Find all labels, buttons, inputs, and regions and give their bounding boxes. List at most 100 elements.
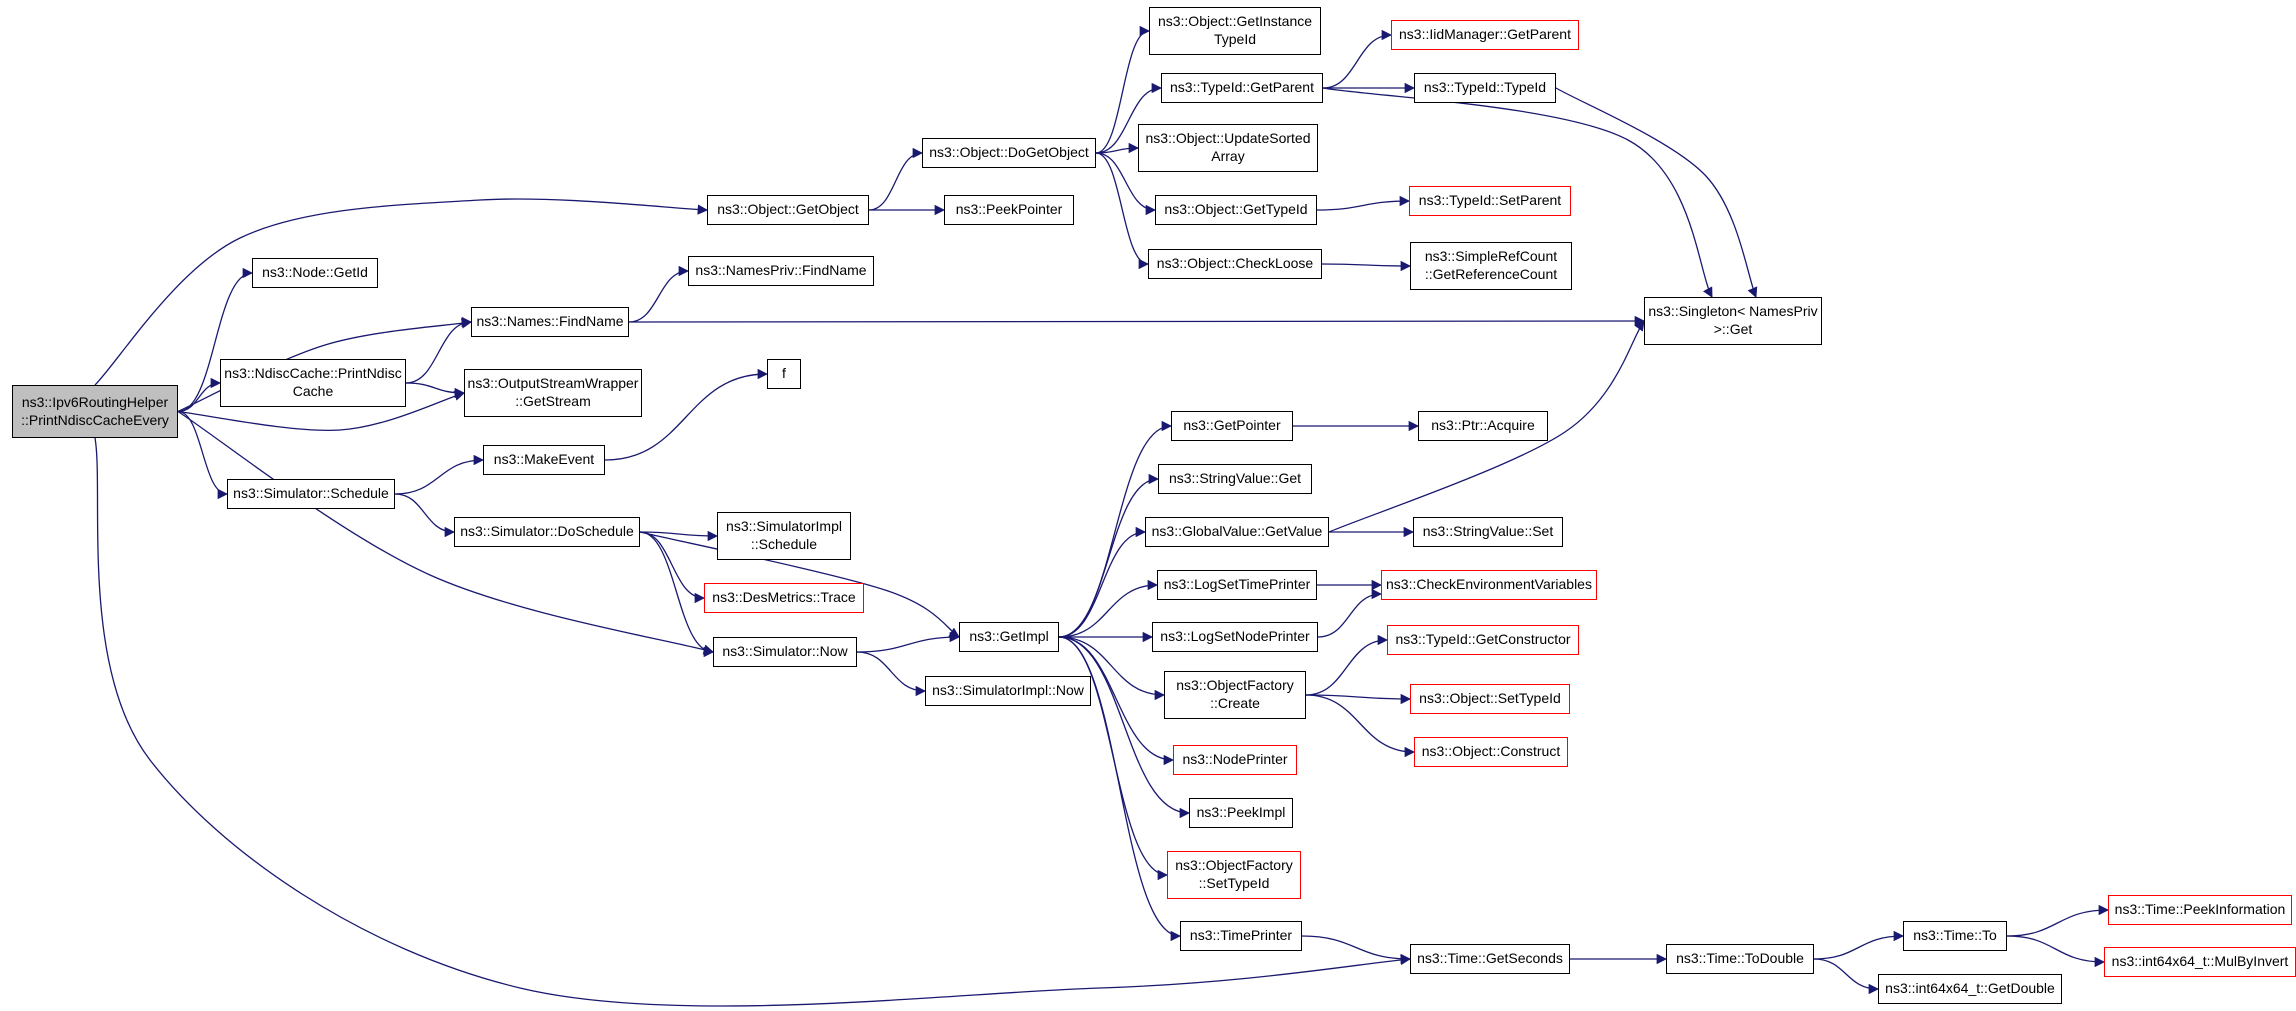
graph-node-getimpl[interactable]: ns3::GetImpl	[959, 622, 1059, 652]
graph-node-objfactory-create[interactable]: ns3::ObjectFactory::Create	[1164, 671, 1306, 719]
edge-sim-schedule-sim-doschedule	[394, 493, 456, 538]
graph-node-stringvalue-get[interactable]: ns3::StringValue::Get	[1158, 464, 1312, 494]
edge-logsetnodeprinter-checkenv	[1317, 588, 1383, 638]
edge-names-findname-namespriv-findname	[628, 265, 690, 323]
edge-main-obj-getobject	[94, 198, 709, 386]
graph-node-peekimpl[interactable]: ns3::PeekImpl	[1189, 798, 1293, 828]
graph-node-obj-gettypeid[interactable]: ns3::Object::GetTypeId	[1155, 195, 1317, 225]
edge-time-todouble-int64-getdouble	[1813, 958, 1880, 995]
graph-node-f[interactable]: f	[767, 359, 801, 389]
graph-node-names-findname[interactable]: ns3::Names::FindName	[471, 307, 629, 337]
node-label: ns3::Ptr::Acquire	[1431, 417, 1535, 434]
node-label: ::GetStream	[515, 393, 591, 409]
graph-node-obj-getobject[interactable]: ns3::Object::GetObject	[707, 195, 869, 225]
graph-node-namespriv-findname[interactable]: ns3::NamesPriv::FindName	[688, 256, 874, 286]
graph-node-time-to[interactable]: ns3::Time::To	[1903, 921, 2007, 951]
node-label: ns3::int64x64_t::MulByInvert	[2111, 953, 2289, 970]
graph-node-peekpointer[interactable]: ns3::PeekPointer	[944, 195, 1074, 225]
node-label: ns3::ObjectFactory	[1175, 857, 1293, 874]
graph-node-typeid-typeid[interactable]: ns3::TypeId::TypeId	[1414, 73, 1556, 103]
graph-node-mulbyinvert[interactable]: ns3::int64x64_t::MulByInvert	[2104, 947, 2296, 977]
node-label: ns3::Ipv6RoutingHelper	[21, 393, 169, 410]
graph-node-sim-schedule[interactable]: ns3::Simulator::Schedule	[227, 479, 395, 509]
graph-node-ptr-acquire[interactable]: ns3::Ptr::Acquire	[1418, 411, 1548, 441]
graph-node-simimpl-now[interactable]: ns3::SimulatorImpl::Now	[925, 676, 1091, 706]
graph-node-obj-settypeid[interactable]: ns3::Object::SetTypeId	[1410, 684, 1570, 714]
node-label: Cache	[292, 383, 334, 399]
graph-node-sim-now[interactable]: ns3::Simulator::Now	[713, 637, 857, 667]
edge-sim-doschedule-sim-now	[639, 531, 715, 658]
graph-node-objfactory-settypeid[interactable]: ns3::ObjectFactory::SetTypeId	[1167, 851, 1301, 899]
graph-node-desmetrics-trace[interactable]: ns3::DesMetrics::Trace	[704, 583, 864, 613]
node-label: ::Schedule	[750, 536, 818, 552]
graph-node-int64-getdouble[interactable]: ns3::int64x64_t::GetDouble	[1878, 974, 2062, 1004]
node-label: ns3::GetImpl	[969, 628, 1049, 645]
node-label: ns3::ObjectFactory	[1176, 677, 1294, 694]
node-label: ns3::Object::GetInstance	[1157, 13, 1313, 30]
graph-node-globalvalue-getvalue[interactable]: ns3::GlobalValue::GetValue	[1145, 517, 1329, 547]
graph-node-typeid-getparent[interactable]: ns3::TypeId::GetParent	[1161, 73, 1323, 103]
graph-node-makeevent[interactable]: ns3::MakeEvent	[483, 445, 605, 475]
node-label: ns3::CheckEnvironmentVariables	[1386, 576, 1592, 593]
graph-node-typeid-setparent[interactable]: ns3::TypeId::SetParent	[1409, 186, 1571, 216]
graph-node-nodeprinter[interactable]: ns3::NodePrinter	[1173, 745, 1297, 775]
edge-ndisccache-print-osw-getstream	[405, 382, 466, 399]
graph-node-singleton-get[interactable]: ns3::Singleton< NamesPriv>::Get	[1644, 297, 1822, 345]
node-label: ::GetReferenceCount	[1424, 266, 1558, 282]
graph-node-time-todouble[interactable]: ns3::Time::ToDouble	[1666, 944, 1814, 974]
edge-typeid-getparent-iid-getparent	[1322, 29, 1393, 89]
node-label: ns3::TypeId::GetConstructor	[1395, 631, 1571, 648]
node-label: ns3::Object::SetTypeId	[1419, 690, 1561, 707]
edge-obj-getobject-obj-dogetobject	[868, 147, 924, 211]
graph-node-checkenv[interactable]: ns3::CheckEnvironmentVariables	[1381, 570, 1597, 600]
node-label: ns3::NodePrinter	[1182, 751, 1288, 768]
edge-obj-checkloose-src-getrefcount	[1321, 260, 1412, 272]
node-label: ::SetTypeId	[1198, 875, 1270, 891]
node-label: ns3::NamesPriv::FindName	[695, 262, 867, 279]
node-label: ns3::TypeId::GetParent	[1170, 79, 1314, 96]
graph-node-node-getid[interactable]: ns3::Node::GetId	[252, 258, 378, 288]
graph-node-time-peekinfo[interactable]: ns3::Time::PeekInformation	[2108, 895, 2292, 925]
graph-node-logsettimeprinter[interactable]: ns3::LogSetTimePrinter	[1157, 570, 1317, 600]
node-label: ns3::Object::CheckLoose	[1156, 255, 1314, 272]
node-label: TypeId	[1213, 31, 1257, 47]
node-label: ns3::Object::DoGetObject	[929, 144, 1089, 161]
graph-node-obj-construct[interactable]: ns3::Object::Construct	[1414, 737, 1568, 767]
graph-node-typeid-getconstructor[interactable]: ns3::TypeId::GetConstructor	[1387, 625, 1579, 655]
graph-node-logsetnodeprinter[interactable]: ns3::LogSetNodePrinter	[1152, 622, 1318, 652]
graph-node-main[interactable]: ns3::Ipv6RoutingHelper::PrintNdiscCacheE…	[12, 385, 178, 438]
node-label: ns3::PeekPointer	[955, 201, 1063, 218]
node-label: Array	[1211, 148, 1245, 164]
node-label: ns3::Names::FindName	[476, 313, 624, 330]
edge-main-ndisccache-print	[177, 377, 222, 413]
edge-names-findname-singleton-get	[628, 315, 1646, 327]
node-label: ns3::Simulator::DoSchedule	[460, 523, 634, 540]
node-label: ns3::NdiscCache::PrintNdisc	[224, 365, 402, 382]
edge-time-todouble-time-to	[1813, 930, 1905, 960]
node-label: ns3::GlobalValue::GetValue	[1151, 523, 1323, 540]
edge-sim-doschedule-simimpl-schedule	[639, 530, 719, 542]
graph-node-iid-getparent[interactable]: ns3::IidManager::GetParent	[1391, 20, 1579, 50]
node-label: ns3::Simulator::Schedule	[233, 485, 389, 502]
graph-node-src-getrefcount[interactable]: ns3::SimpleRefCount::GetReferenceCount	[1410, 242, 1572, 290]
graph-node-timeprinter[interactable]: ns3::TimePrinter	[1180, 921, 1302, 951]
edge-sim-doschedule-desmetrics-trace	[639, 531, 706, 604]
graph-node-osw-getstream[interactable]: ns3::OutputStreamWrapper::GetStream	[464, 369, 642, 417]
edge-sim-schedule-makeevent	[394, 454, 485, 495]
graph-node-sim-doschedule[interactable]: ns3::Simulator::DoSchedule	[454, 517, 640, 547]
graph-node-obj-dogetobject[interactable]: ns3::Object::DoGetObject	[922, 138, 1096, 168]
edge-objfactory-create-obj-settypeid	[1305, 693, 1412, 705]
graph-node-simimpl-schedule[interactable]: ns3::SimulatorImpl::Schedule	[717, 512, 851, 560]
node-label: ns3::SimulatorImpl::Now	[932, 682, 1084, 699]
node-label: ns3::LogSetNodePrinter	[1160, 628, 1310, 645]
graph-node-obj-checkloose[interactable]: ns3::Object::CheckLoose	[1148, 249, 1322, 279]
node-label: ns3::IidManager::GetParent	[1399, 26, 1571, 43]
node-label: ::Create	[1210, 695, 1260, 711]
graph-node-time-getseconds[interactable]: ns3::Time::GetSeconds	[1410, 944, 1570, 974]
graph-node-stringvalue-set[interactable]: ns3::StringValue::Set	[1413, 517, 1563, 547]
graph-node-getpointer[interactable]: ns3::GetPointer	[1171, 411, 1293, 441]
node-label: ns3::Object::Construct	[1421, 743, 1561, 760]
